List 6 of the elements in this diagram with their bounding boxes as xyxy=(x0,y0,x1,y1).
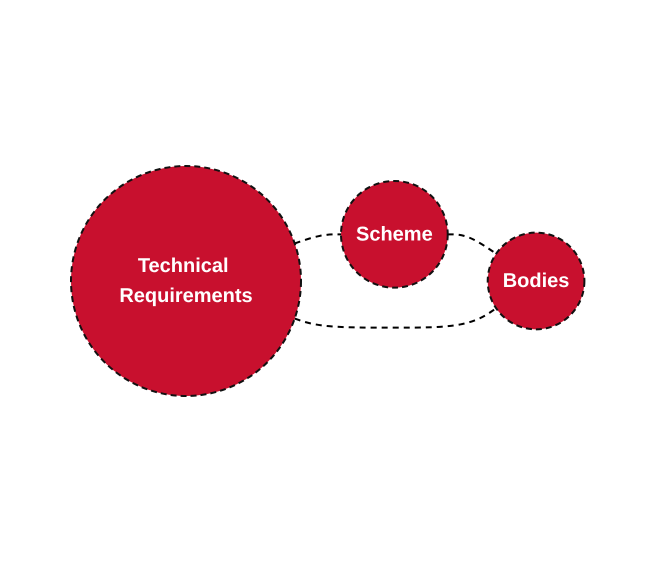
node-circle: Technical Requirements xyxy=(70,164,302,396)
connector xyxy=(294,306,496,328)
node-circle: Bodies xyxy=(486,231,586,330)
node-circle: Scheme xyxy=(340,179,449,288)
connector xyxy=(294,232,341,244)
connector xyxy=(448,232,496,254)
